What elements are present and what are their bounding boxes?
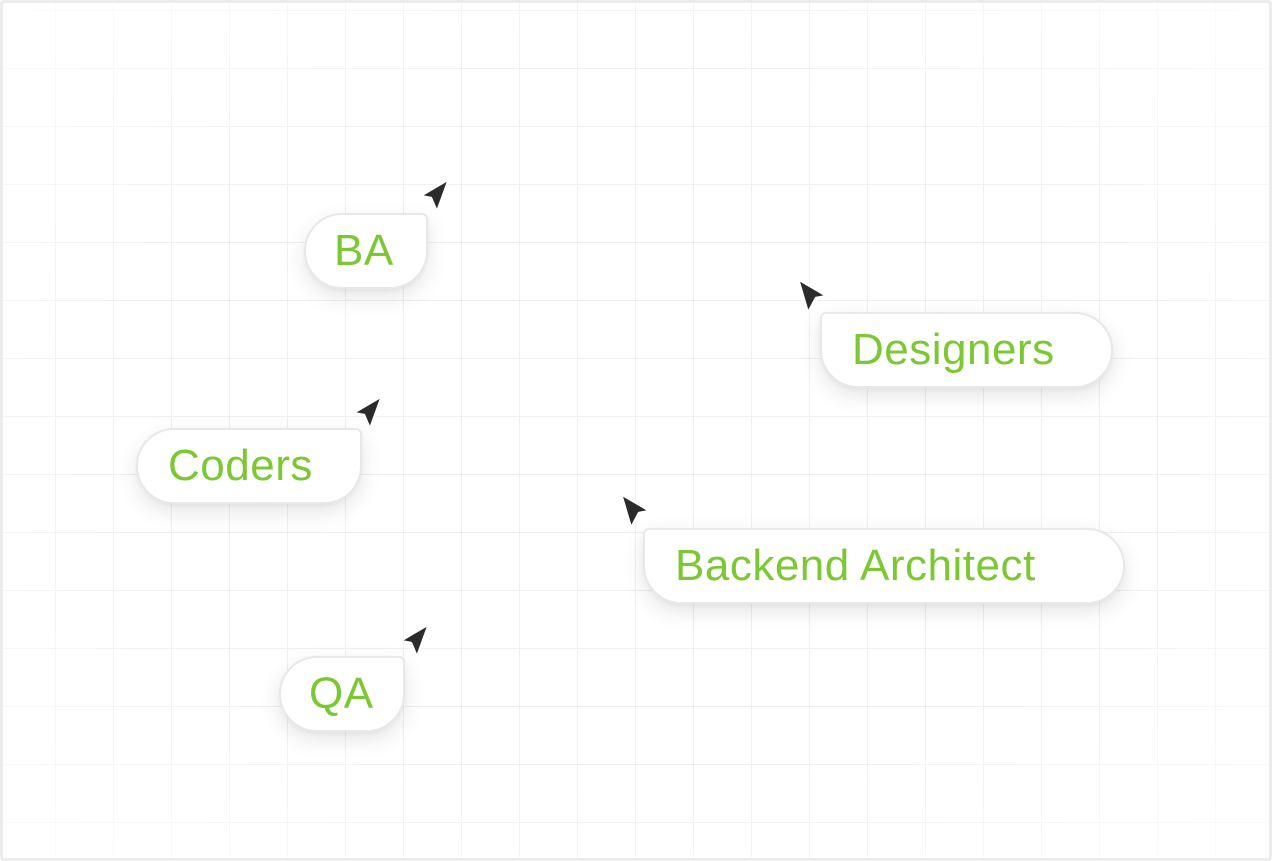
ba-name-tag: BA <box>304 213 428 289</box>
designers-cursor-icon <box>794 277 828 315</box>
designers-name-tag: Designers <box>820 312 1113 388</box>
coders-name-tag: Coders <box>136 428 362 504</box>
designers-name-label: Designers <box>852 325 1055 374</box>
backend-architect-name-label: Backend Architect <box>675 541 1036 590</box>
ba-cursor-icon <box>417 177 451 215</box>
coders-name-label: Coders <box>168 441 313 490</box>
backend-architect-name-tag: Backend Architect <box>643 528 1125 604</box>
qa-name-label: QA <box>309 669 374 718</box>
qa-name-tag: QA <box>279 656 405 732</box>
backend-architect-cursor-icon <box>617 492 651 530</box>
ba-name-label: BA <box>334 226 394 275</box>
coders-cursor-icon <box>350 394 384 432</box>
qa-cursor-icon <box>397 622 431 660</box>
